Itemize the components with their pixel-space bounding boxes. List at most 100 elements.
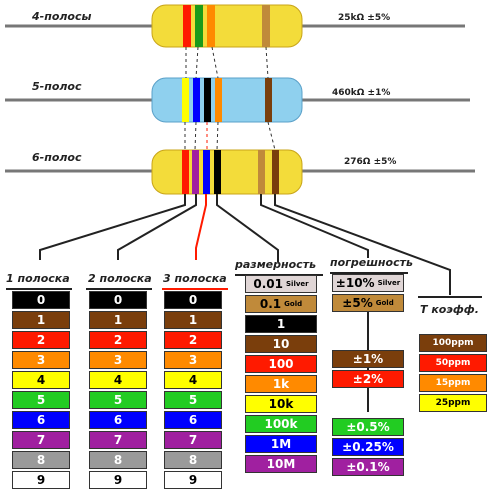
digit-cell-6: 6: [164, 411, 222, 429]
digit-cell-0: 0: [12, 291, 70, 309]
digit-cell-9: 9: [12, 471, 70, 489]
tolerance-title: погрешность: [330, 256, 413, 269]
digit-cell-2: 2: [12, 331, 70, 349]
tolerance-value: ±1%: [352, 352, 384, 366]
tolerance-value: ±0.25%: [342, 440, 394, 454]
multiplier-sub: Gold: [284, 300, 303, 308]
digit-cell-1: 1: [12, 311, 70, 329]
digit-cell-4: 4: [89, 371, 147, 389]
multiplier-value: 10M: [266, 457, 296, 471]
multiplier-title: размерность: [235, 258, 317, 271]
multiplier-sub: Silver: [286, 280, 309, 288]
digit-cell-7: 7: [164, 431, 222, 449]
digit-cell-6: 6: [12, 411, 70, 429]
digit-cell-4: 4: [164, 371, 222, 389]
tolerance-cell: ±0.5%: [332, 418, 404, 436]
tempco-cell: 100ppm: [419, 334, 487, 352]
tolerance-sub: Silver: [377, 279, 401, 287]
digit-cell-0: 0: [89, 291, 147, 309]
tempco-rule: [418, 296, 482, 298]
multiplier-value: 10k: [268, 397, 294, 411]
tempco-cell: 25ppm: [419, 394, 487, 412]
digit-cell-8: 8: [89, 451, 147, 469]
tolerance-cell: ±2%: [332, 370, 404, 388]
multiplier-value: 1k: [272, 377, 290, 391]
tolerance-column: ±10%Silver ±5%Gold ±1% ±2% ±0.5% ±0.25% ±0.1%: [332, 274, 404, 478]
resistor-1-label: 4-полосы: [32, 10, 92, 23]
digit-cell-1: 1: [89, 311, 147, 329]
resistor-1-body: [151, 4, 303, 48]
tempco-value: 100ppm: [432, 338, 474, 348]
tolerance-cell: ±0.25%: [332, 438, 404, 456]
digit-cell-6: 6: [89, 411, 147, 429]
multiplier-cell: 10k: [245, 395, 317, 413]
resistor-1-value: 25kΩ ±5%: [338, 13, 391, 23]
multiplier-cell: 1k: [245, 375, 317, 393]
band2-title: 2 полоска: [88, 272, 152, 285]
digit-cell-7: 7: [12, 431, 70, 449]
digit-cell-9: 9: [164, 471, 222, 489]
digit-cell-0: 0: [164, 291, 222, 309]
multiplier-cell: 1: [245, 315, 317, 333]
resistor-3-value: 276Ω ±5%: [344, 157, 397, 167]
multiplier-cell: 10M: [245, 455, 317, 473]
tolerance-value: ±0.5%: [346, 420, 390, 434]
digit-cell-1: 1: [164, 311, 222, 329]
band2-column: 0 1 2 3 4 5 6 7 8 9: [89, 291, 147, 491]
digit-cell-7: 7: [89, 431, 147, 449]
digit-cell-8: 8: [12, 451, 70, 469]
digit-cell-5: 5: [89, 391, 147, 409]
multiplier-value: 0.1: [259, 297, 282, 311]
band3-rule: [162, 288, 228, 290]
digit-cell-3: 3: [12, 351, 70, 369]
digit-cell-2: 2: [164, 331, 222, 349]
tolerance-cell: ±0.1%: [332, 458, 404, 476]
tempco-column: 100ppm 50ppm 15ppm 25ppm: [419, 334, 487, 414]
resistor-2-label: 5-полос: [32, 80, 82, 93]
tolerance-value: ±10%: [335, 276, 375, 290]
band2-rule: [86, 288, 152, 290]
digit-cell-9: 9: [89, 471, 147, 489]
multiplier-cell: 10: [245, 335, 317, 353]
multiplier-cell: 100: [245, 355, 317, 373]
band1-column: 0 1 2 3 4 5 6 7 8 9: [12, 291, 70, 491]
digit-cell-2: 2: [89, 331, 147, 349]
tolerance-value: ±5%: [342, 296, 373, 310]
digit-cell-5: 5: [12, 391, 70, 409]
multiplier-value: 0.01: [253, 277, 283, 291]
tolerance-rule: [330, 272, 408, 274]
tempco-value: 50ppm: [435, 358, 471, 368]
multiplier-value: 1M: [270, 437, 292, 451]
tempco-value: 25ppm: [435, 398, 471, 408]
resistor-3-label: 6-полос: [32, 151, 82, 164]
multiplier-cell: 100k: [245, 415, 317, 433]
tempco-title: Т коэфф.: [420, 303, 479, 316]
tolerance-cell: ±10%Silver: [332, 274, 404, 292]
band3-column: 0 1 2 3 4 5 6 7 8 9: [164, 291, 222, 491]
tempco-value: 15ppm: [435, 378, 471, 388]
multiplier-value: 100k: [264, 417, 298, 431]
tolerance-value: ±2%: [352, 372, 384, 386]
digit-cell-3: 3: [89, 351, 147, 369]
digit-cell-4: 4: [12, 371, 70, 389]
tolerance-cell: ±1%: [332, 350, 404, 368]
tempco-cell: 50ppm: [419, 354, 487, 372]
multiplier-value: 10: [272, 337, 290, 351]
digit-cell-5: 5: [164, 391, 222, 409]
multiplier-value: 100: [268, 357, 294, 371]
multiplier-value: 1: [276, 317, 286, 331]
tolerance-sub: Gold: [375, 299, 394, 307]
digit-cell-8: 8: [164, 451, 222, 469]
tolerance-value: ±0.1%: [346, 460, 390, 474]
digit-cell-3: 3: [164, 351, 222, 369]
multiplier-cell: 1M: [245, 435, 317, 453]
resistor-2-value: 460kΩ ±1%: [332, 88, 391, 98]
tempco-cell: 15ppm: [419, 374, 487, 392]
resistor-3-body: [151, 149, 303, 195]
band1-rule: [6, 288, 72, 290]
tolerance-cell: ±5%Gold: [332, 294, 404, 312]
